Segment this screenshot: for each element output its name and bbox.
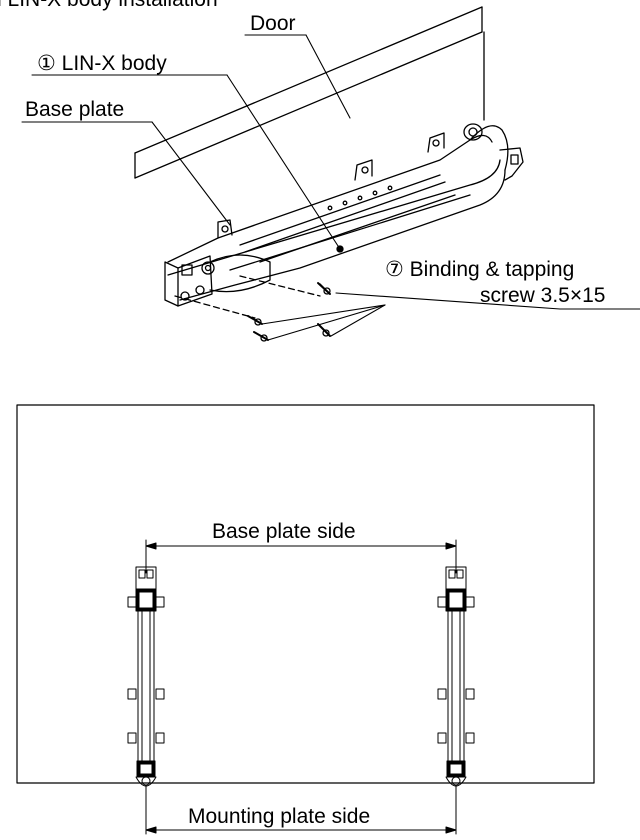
mounting-plate-side-label: Mounting plate side	[188, 805, 371, 828]
screw-set	[174, 275, 331, 342]
linx-body-label: ① LIN-X body	[37, 52, 167, 75]
door-label: Door	[250, 12, 296, 35]
door-panel	[134, 6, 485, 179]
screw-label-line1: ⑦ Binding & tapping	[385, 258, 575, 281]
screw-label-line2: screw 3.5×15	[480, 284, 606, 307]
leader-lines-upper	[21, 34, 640, 341]
linx-body-drawing	[164, 123, 524, 307]
right-unit	[437, 566, 475, 787]
dimension-lines	[145, 539, 457, 835]
left-unit	[127, 566, 165, 787]
base-plate-side-label: Base plate side	[212, 520, 356, 543]
base-plate-label: Base plate	[25, 98, 125, 121]
door-outline-lower	[16, 404, 595, 784]
section-title: n LIN-X body installation	[0, 0, 218, 10]
